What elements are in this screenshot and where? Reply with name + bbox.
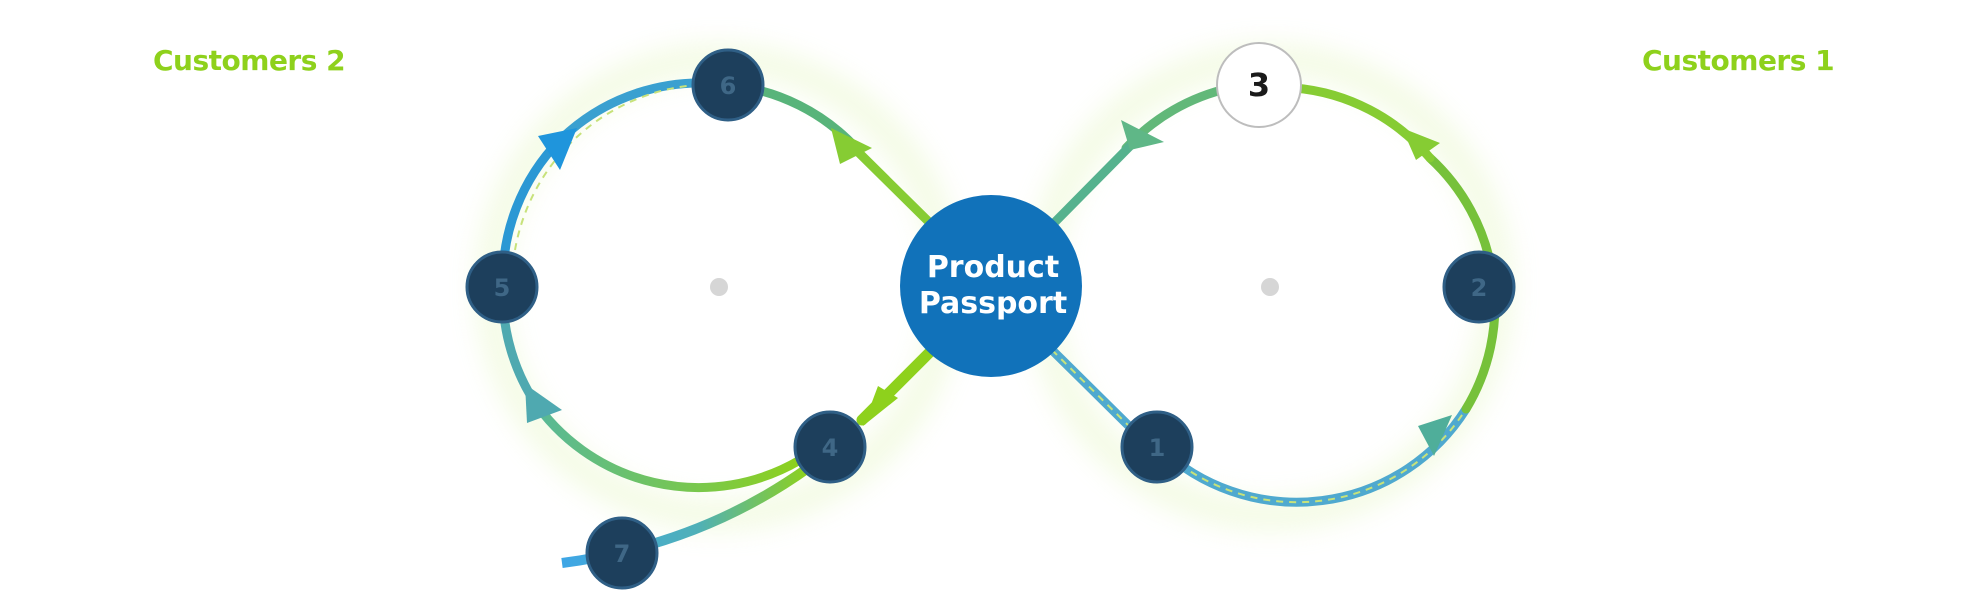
step-node-2-number: 2 bbox=[1471, 274, 1488, 302]
left-bottom-arc bbox=[527, 393, 805, 493]
step-node-4[interactable]: 4 bbox=[793, 410, 867, 484]
customers-2-label: Customers 2 bbox=[153, 44, 346, 77]
arrowheads bbox=[525, 120, 1452, 456]
left-top-to-hub-link bbox=[845, 139, 937, 230]
step-node-6-number: 6 bbox=[720, 72, 737, 100]
step-node-5[interactable]: 5 bbox=[465, 250, 539, 324]
step-node-7-number: 7 bbox=[614, 540, 631, 568]
step-node-7[interactable]: 7 bbox=[585, 516, 659, 590]
step-node-1-number: 1 bbox=[1149, 434, 1166, 462]
arrow-right-upper bbox=[1402, 128, 1440, 160]
left-loop bbox=[498, 78, 938, 568]
step-node-2[interactable]: 2 bbox=[1442, 250, 1516, 324]
arrow-right-lower bbox=[1418, 415, 1452, 456]
right-bottom-arc bbox=[1155, 404, 1471, 507]
step-node-5-number: 5 bbox=[494, 274, 511, 302]
step-node-4-number: 4 bbox=[822, 434, 839, 462]
left-loop-center-dot bbox=[710, 278, 728, 296]
hub-label-line1: Product bbox=[927, 250, 1059, 285]
arrow-left-lower bbox=[525, 384, 562, 423]
right-loop-center-dot bbox=[1261, 278, 1279, 296]
hub-label-line2: Passport bbox=[919, 286, 1067, 321]
step-node-3-number: 3 bbox=[1248, 66, 1270, 104]
arrow-right-top bbox=[1121, 120, 1164, 150]
hub-circle bbox=[900, 195, 1082, 377]
step-node-3[interactable]: 3 bbox=[1216, 42, 1302, 128]
product-passport-hub[interactable]: Product Passport bbox=[900, 195, 1082, 377]
customers-1-label: Customers 1 bbox=[1642, 44, 1835, 77]
arrow-left-top bbox=[831, 128, 872, 164]
arrow-left-upper bbox=[538, 128, 577, 170]
step-node-6[interactable]: 6 bbox=[691, 48, 765, 122]
hub-to-right-top-link bbox=[1050, 135, 1141, 227]
step-node-1[interactable]: 1 bbox=[1120, 410, 1194, 484]
arrow-hub-to-node4 bbox=[863, 386, 898, 426]
